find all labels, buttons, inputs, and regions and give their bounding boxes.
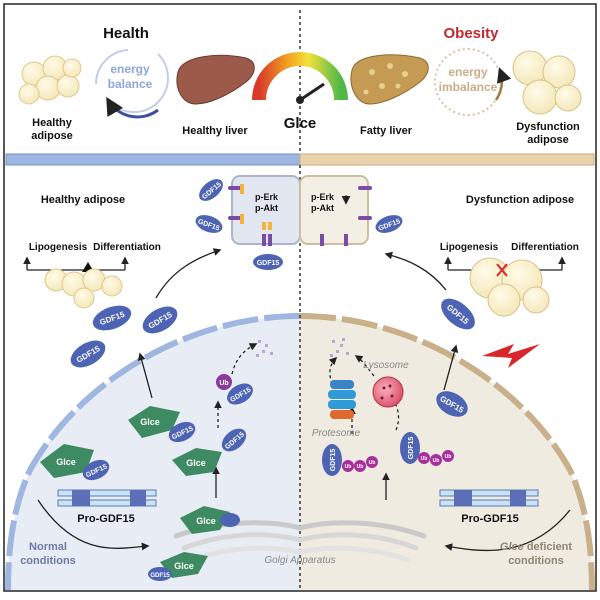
receptor-gdf15-left-2: GDF15	[195, 215, 223, 233]
right-degraded-fragments	[330, 338, 349, 357]
right-adipocyte-cluster	[469, 257, 550, 317]
left-pro-gdf15-gene	[57, 489, 157, 507]
left-degraded-fragments	[256, 340, 273, 357]
svg-text:GDF15: GDF15	[330, 449, 337, 472]
svg-text:GDF15: GDF15	[257, 260, 280, 267]
gauge-needle	[299, 82, 325, 102]
golgi-glce-complexes: Glce Glce GDF15	[148, 506, 240, 581]
left-pro-gdf15-label: Pro-GDF15	[77, 513, 134, 525]
left-panel-title: Healthy adipose	[41, 194, 125, 206]
left-membrane-band	[5, 153, 301, 166]
dysfunction-adipose-label-2: adipose	[527, 134, 569, 146]
top-panel: Health Obesity Healthy adipose energy ba…	[18, 10, 582, 152]
left-pathway-arrows	[37, 248, 258, 551]
right-pro-gdf15-label: Pro-GDF15	[461, 513, 518, 525]
left-condition-line-2: conditions	[20, 555, 76, 567]
energy-balance-line-1: energy	[110, 62, 150, 76]
svg-text:Ub: Ub	[445, 454, 452, 460]
healthy-adipose-label-1: Healthy	[32, 117, 73, 129]
right-membrane-band	[299, 153, 595, 166]
svg-text:Glce: Glce	[140, 417, 160, 427]
left-secreted-gdf15-3: GDF15	[70, 340, 106, 368]
right-condition-glce: Glce	[500, 541, 524, 553]
golgi-label: Golgi Apparatus	[264, 555, 335, 566]
glce-complex-3: Glce GDF15	[172, 428, 247, 476]
glce-complex-2: Glce GDF15	[40, 444, 110, 481]
ub-chain-1: GDF15 Ub Ub Ub	[322, 444, 378, 476]
right-signal-pakt: p-Akt	[311, 203, 334, 213]
dysfunction-adipose-icon	[512, 50, 582, 115]
svg-text:GDF15: GDF15	[150, 573, 170, 579]
energy-imbalance-line-1: energy	[448, 65, 488, 79]
healthy-adipose-label-2: adipose	[31, 130, 73, 142]
svg-text:Ub: Ub	[369, 460, 376, 466]
svg-text:Glce: Glce	[196, 516, 216, 526]
left-ub-label: Ub	[219, 380, 228, 387]
stress-lightning-icon	[482, 344, 540, 368]
dysfunction-adipose-label-1: Dysfunction	[516, 121, 580, 133]
health-title: Health	[103, 25, 149, 42]
lysosome-label: Lysosome	[363, 360, 409, 371]
gauge-label: Glce	[284, 115, 317, 132]
left-signal-perk: p-Erk	[255, 192, 279, 202]
right-panel-title: Dysfunction adipose	[466, 194, 574, 206]
svg-text:Glce: Glce	[186, 458, 206, 468]
fatty-liver-icon	[350, 54, 429, 105]
energy-imbalance-cycle: energy imbalance	[434, 48, 512, 116]
left-ub-gdf15: Ub GDF15	[216, 374, 253, 405]
right-cell-membrane	[299, 313, 595, 591]
left-secreted-gdf15-2: GDF15	[142, 306, 178, 334]
right-secreted-gdf15-1: GDF15	[441, 298, 475, 330]
receptor-gdf15-left-3: GDF15	[253, 254, 283, 270]
right-block-x-icon	[496, 263, 508, 277]
svg-text:Ub: Ub	[433, 458, 440, 464]
right-lipogenesis: Lipogenesis	[440, 242, 499, 253]
fatty-liver-label: Fatty liver	[360, 125, 413, 137]
obesity-title: Obesity	[443, 25, 499, 42]
svg-text:Ub: Ub	[357, 464, 364, 470]
svg-text:GDF15: GDF15	[408, 437, 415, 460]
right-secreted-gdf15-2: GDF15	[436, 391, 468, 417]
left-secreted-gdf15-1: GDF15	[92, 305, 132, 331]
healthy-liver-icon	[176, 54, 255, 105]
right-differentiation: Differentiation	[511, 242, 579, 253]
ub-chain-2: GDF15 Ub Ub Ub	[400, 432, 454, 466]
receptor-complexes	[228, 184, 372, 246]
healthy-liver-label: Healthy liver	[182, 125, 248, 137]
svg-text:Ub: Ub	[345, 464, 352, 470]
right-condition-deficient: deficient	[524, 541, 573, 553]
healthy-adipose-icon	[18, 55, 82, 105]
receptor-box-right	[299, 175, 369, 245]
energy-imbalance-line-2: imbalance	[439, 80, 498, 94]
lysosome-icon	[372, 376, 404, 408]
svg-text:Glce: Glce	[56, 457, 76, 467]
svg-text:Ub: Ub	[421, 456, 428, 462]
right-signal-perk: p-Erk	[311, 192, 335, 202]
left-branch-arrows	[23, 256, 129, 271]
left-adipocyte-cluster	[44, 268, 123, 309]
left-condition-line-1: Normal	[29, 541, 67, 553]
proteasome-icon	[328, 380, 356, 419]
energy-balance-line-2: balance	[108, 77, 153, 91]
right-condition-line-2: conditions	[508, 555, 564, 567]
left-signal-pakt: p-Akt	[255, 203, 278, 213]
glce-gauge	[252, 52, 348, 104]
right-condition-line-1: Glce deficient	[500, 541, 572, 553]
right-pro-gdf15-gene	[439, 489, 539, 507]
glce-complex-1: Glce GDF15	[128, 406, 196, 443]
receptor-gdf15-right-1: GDF15	[375, 215, 403, 233]
svg-text:Glce: Glce	[174, 561, 194, 571]
energy-balance-cycle: energy balance	[94, 49, 169, 119]
left-differentiation: Differentiation	[93, 242, 161, 253]
left-lipogenesis: Lipogenesis	[29, 242, 88, 253]
protesome-label: Protesome	[312, 428, 361, 439]
left-cell-membrane	[5, 313, 301, 591]
